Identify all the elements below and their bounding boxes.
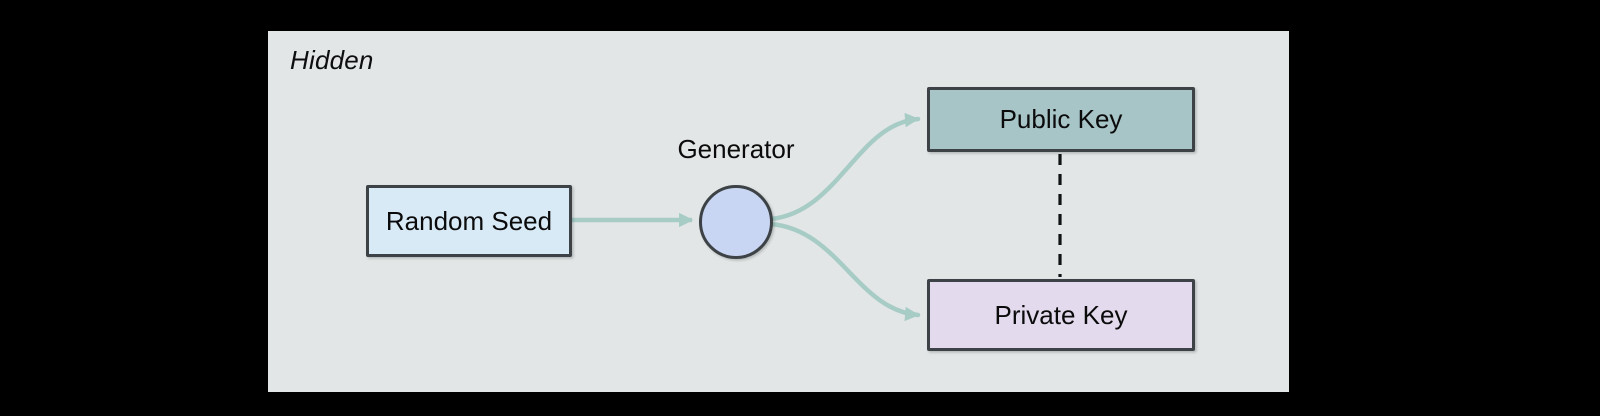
random-seed-node: Random Seed <box>366 185 572 257</box>
edge-generator-to-private-key <box>768 221 921 322</box>
hidden-group-label: Hidden <box>290 45 374 75</box>
edge-generator-to-public-key <box>768 112 921 222</box>
generator-label: Generator <box>677 134 795 164</box>
private-key-label: Private Key <box>994 299 1128 330</box>
public-key-label: Public Key <box>999 104 1123 134</box>
generator-node <box>699 185 773 259</box>
hidden-group: Hidden Random Seed Generator Public Key … <box>268 31 1289 392</box>
public-key-node: Public Key <box>927 87 1195 152</box>
random-seed-label: Random Seed <box>385 205 553 236</box>
private-key-node: Private Key <box>927 279 1195 351</box>
edges-layer <box>572 112 1062 322</box>
